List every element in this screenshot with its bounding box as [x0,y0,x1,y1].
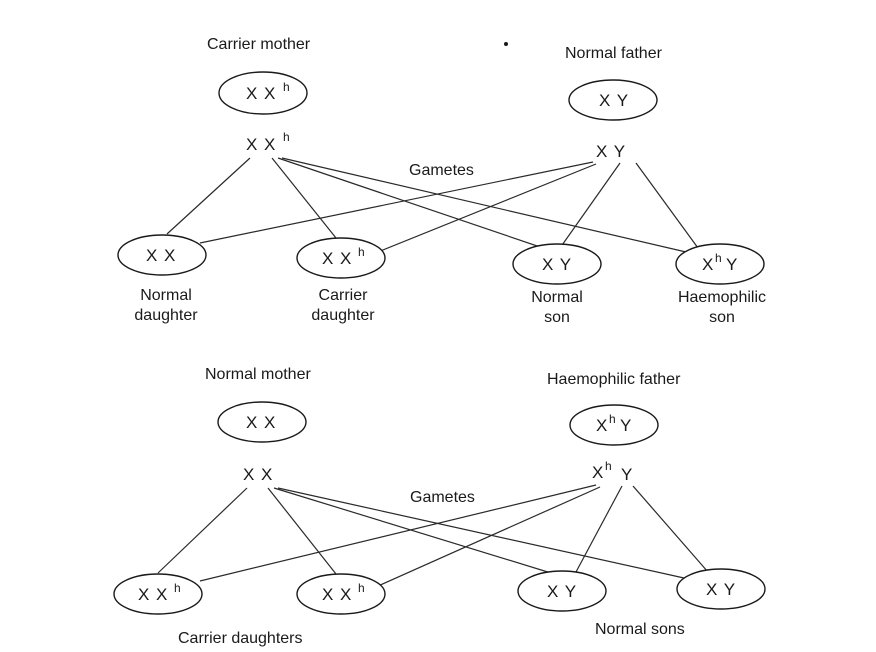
offspring-genotype-sup: h [358,245,366,259]
offspring-genotype-sup: h [174,581,182,595]
parent-ellipse [568,79,658,121]
mother-gametes: X X [246,135,276,154]
offspring-carrier-daughter-1: X X h [113,573,203,615]
father-gametes-tail: Y [621,465,633,484]
offspring-label: Normal [140,287,192,304]
cross-lines [166,157,699,253]
offspring-normal-son-1: X Y [517,570,607,612]
parent-ellipse [218,71,308,115]
father-genotype: X Y [599,91,629,110]
mother-genotype: X X [246,84,276,103]
offspring-label: son [709,309,735,326]
mother-gametes-sup: h [283,130,291,144]
offspring-normal-son: X Y Normal son [512,243,602,326]
carrier-mother-label: Carrier mother [207,36,311,53]
parent-ellipse [569,404,659,446]
offspring-genotype: X Y [547,582,577,601]
normal-mother-label: Normal mother [205,366,311,383]
offspring-genotype-tail: Y [726,255,738,274]
father-genotype-sup: h [609,412,617,426]
offspring-genotype: X X [138,585,168,604]
offspring-label: daughter [311,307,375,324]
haemophilic-father-label: Haemophilic father [547,371,681,388]
mother-genotype: X X [246,413,276,432]
normal-mother-node: X X [217,401,307,443]
offspring-genotype: X Y [706,580,736,599]
offspring-genotype: X [702,255,714,274]
gametes-label: Gametes [410,489,475,506]
offspring-genotype: X X [146,246,176,265]
offspring-label: Carrier [319,287,369,304]
offspring-carrier-daughter: X X h Carrier daughter [296,237,386,324]
mother-genotype-sup: h [283,80,291,94]
offspring-label: daughter [134,307,198,324]
normal-father-node: X Y [568,79,658,121]
father-genotype: X [596,416,608,435]
offspring-haemophilic-son: X h Y Haemophilic son [675,243,766,326]
haemophilic-father-node: X h Y [569,404,659,446]
offspring-genotype-sup: h [358,581,366,595]
carrier-daughters-label: Carrier daughters [178,630,303,647]
gametes-label: Gametes [409,162,474,179]
cross-1: Carrier mother Normal father X X h X Y X… [117,36,766,326]
offspring-normal-son-2: X Y [676,568,766,610]
cross-lines [157,484,709,587]
offspring-label: son [544,309,570,326]
cross-2: Normal mother Haemophilic father X X X h… [113,366,766,647]
offspring-genotype: X Y [542,255,572,274]
stray-dot [504,42,508,46]
offspring-carrier-daughter-2: X X h [296,573,386,615]
offspring-label: Haemophilic [678,289,766,306]
normal-father-label: Normal father [565,45,663,62]
offspring-genotype: X X [322,585,352,604]
normal-sons-label: Normal sons [595,621,685,638]
parent-ellipse [217,401,307,443]
offspring-label: Normal [531,289,583,306]
father-gametes: X Y [596,142,626,161]
offspring-genotype: X X [322,249,352,268]
father-genotype-tail: Y [620,416,632,435]
father-gametes: X [592,463,604,482]
offspring-genotype-sup: h [715,251,723,265]
offspring-normal-daughter: X X Normal daughter [117,234,207,324]
carrier-mother-node: X X h [218,71,308,115]
father-gametes-sup: h [605,459,613,473]
mother-gametes: X X [243,465,273,484]
